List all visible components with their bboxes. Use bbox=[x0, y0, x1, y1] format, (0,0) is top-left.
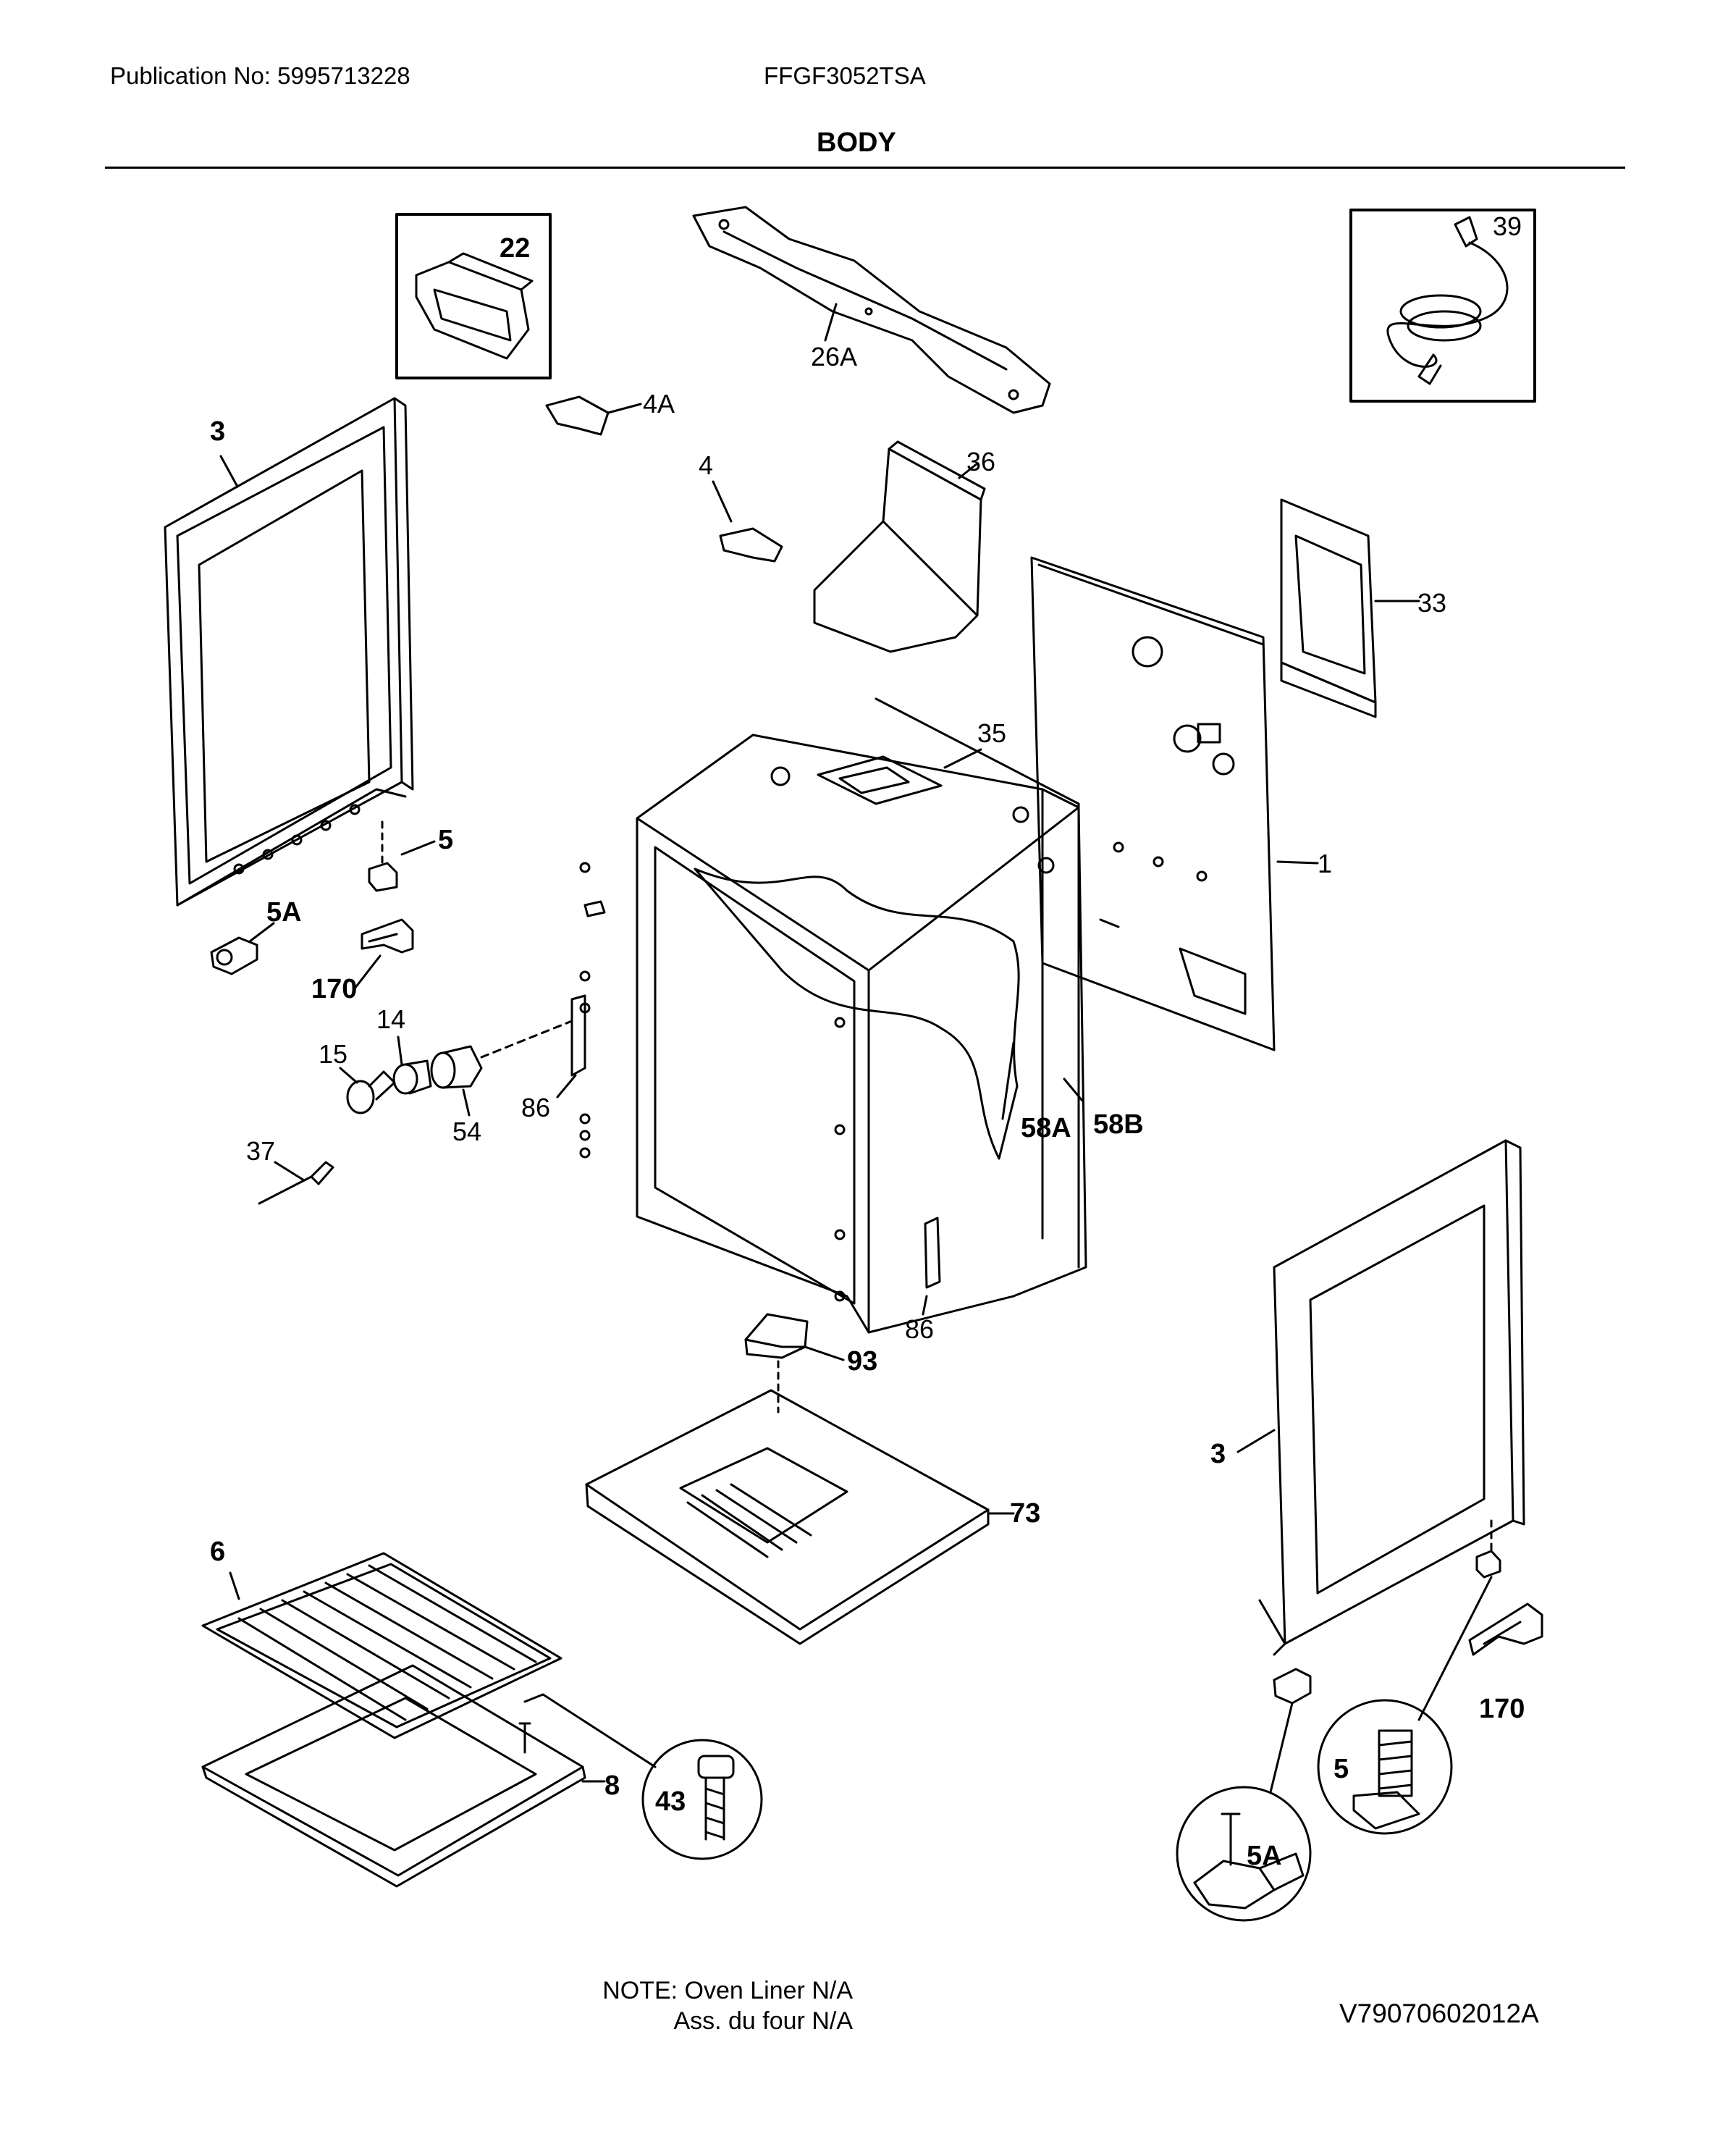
label-33: 33 bbox=[1417, 588, 1446, 618]
label-4: 4 bbox=[699, 450, 713, 480]
part-37-sensor[interactable] bbox=[258, 1161, 334, 1205]
part-1-back-panel[interactable] bbox=[1030, 556, 1276, 1051]
label-39: 39 bbox=[1493, 211, 1522, 241]
leader-3-right bbox=[1236, 1429, 1276, 1453]
label-54: 54 bbox=[452, 1117, 481, 1146]
label-8: 8 bbox=[604, 1770, 620, 1801]
part-86-bracket-right[interactable] bbox=[924, 1217, 941, 1289]
label-5A-right: 5A bbox=[1247, 1841, 1282, 1871]
label-58B: 58B bbox=[1093, 1109, 1144, 1140]
leader-58B bbox=[1063, 1078, 1084, 1102]
part-14-lamp-socket[interactable] bbox=[392, 1059, 432, 1095]
label-6: 6 bbox=[210, 1537, 225, 1567]
label-73: 73 bbox=[1010, 1498, 1040, 1529]
model-number: FFGF3052TSA bbox=[764, 62, 926, 89]
label-35: 35 bbox=[977, 718, 1006, 748]
leader-170-left bbox=[353, 954, 382, 990]
label-5-left: 5 bbox=[438, 825, 453, 855]
part-5-leveler-left[interactable] bbox=[368, 820, 398, 892]
leader-3-left bbox=[219, 455, 239, 488]
label-37: 37 bbox=[246, 1136, 275, 1166]
part-170-bracket-right[interactable] bbox=[1468, 1602, 1543, 1656]
part-5A-bracket-left[interactable] bbox=[210, 936, 258, 975]
part-4-clip[interactable] bbox=[719, 527, 783, 563]
part-54-lamp-cover[interactable] bbox=[430, 1020, 573, 1089]
part-22-inset[interactable] bbox=[395, 213, 552, 379]
note-line-2: Ass. du four N/A bbox=[673, 2007, 853, 2035]
label-26A: 26A bbox=[811, 342, 857, 371]
label-4A: 4A bbox=[643, 389, 675, 419]
label-5-right: 5 bbox=[1333, 1754, 1349, 1784]
leader-26A bbox=[824, 303, 838, 342]
section-title: BODY bbox=[817, 127, 896, 158]
leader-15 bbox=[339, 1067, 358, 1084]
part-26A-bracket[interactable] bbox=[692, 206, 1051, 414]
leader-5A-left bbox=[248, 922, 275, 943]
part-5A-bracket-right[interactable] bbox=[1176, 1668, 1312, 1922]
leader-86-right bbox=[922, 1295, 928, 1316]
label-14: 14 bbox=[376, 1004, 405, 1034]
label-170-right: 170 bbox=[1479, 1694, 1525, 1724]
part-170-bracket-left[interactable] bbox=[361, 918, 414, 954]
oven-body-cavity[interactable] bbox=[636, 697, 1087, 1334]
part-3-side-panel-right[interactable] bbox=[1258, 1139, 1525, 1656]
leader-1 bbox=[1276, 860, 1319, 865]
leader-14 bbox=[397, 1036, 403, 1066]
label-43: 43 bbox=[655, 1786, 686, 1817]
label-15: 15 bbox=[319, 1039, 347, 1069]
part-73-bottom-panel[interactable] bbox=[585, 1360, 990, 1645]
part-3-side-panel-left[interactable] bbox=[164, 397, 414, 907]
part-36-shield[interactable] bbox=[813, 440, 986, 653]
leader-36 bbox=[958, 462, 979, 479]
publication-number: Publication No: 5995713228 bbox=[110, 62, 410, 89]
part-43-screw[interactable] bbox=[518, 1693, 763, 1860]
label-93: 93 bbox=[847, 1346, 877, 1377]
screws-cavity-front bbox=[579, 862, 846, 1302]
part-8-tray[interactable] bbox=[201, 1664, 586, 1888]
note-line-1: NOTE: Oven Liner N/A bbox=[602, 1977, 853, 2004]
part-4A-clip[interactable] bbox=[545, 395, 610, 436]
label-170-left: 170 bbox=[311, 974, 357, 1004]
leader-37 bbox=[274, 1161, 306, 1182]
leader-4A bbox=[607, 403, 642, 414]
part-5-leveler-right[interactable] bbox=[1317, 1519, 1501, 1835]
part-93-cover[interactable] bbox=[744, 1313, 809, 1359]
header-rule bbox=[105, 167, 1625, 169]
leader-54 bbox=[462, 1088, 471, 1117]
leader-6 bbox=[229, 1571, 240, 1600]
part-15-bulb[interactable] bbox=[346, 1070, 396, 1114]
label-1: 1 bbox=[1318, 849, 1332, 878]
label-58A: 58A bbox=[1021, 1113, 1071, 1143]
label-36: 36 bbox=[966, 447, 995, 476]
leader-5-left bbox=[400, 840, 436, 856]
part-6-oven-rack[interactable] bbox=[201, 1552, 562, 1739]
label-86-right: 86 bbox=[905, 1314, 934, 1344]
leader-58A bbox=[1001, 1041, 1015, 1120]
part-86-bracket-left[interactable] bbox=[570, 994, 586, 1077]
part-39-inset[interactable] bbox=[1349, 209, 1536, 403]
diagram-reference: V79070602012A bbox=[1339, 1999, 1539, 2028]
leader-93 bbox=[804, 1345, 845, 1361]
part-33-bracket[interactable] bbox=[1280, 498, 1377, 718]
leader-35 bbox=[943, 748, 982, 769]
label-22: 22 bbox=[500, 233, 530, 264]
leader-86-left bbox=[556, 1074, 577, 1098]
label-3-left: 3 bbox=[210, 416, 225, 447]
label-86-left: 86 bbox=[521, 1093, 550, 1122]
label-3-right: 3 bbox=[1210, 1439, 1226, 1469]
leader-4 bbox=[712, 480, 733, 523]
label-5A-left: 5A bbox=[266, 897, 302, 928]
